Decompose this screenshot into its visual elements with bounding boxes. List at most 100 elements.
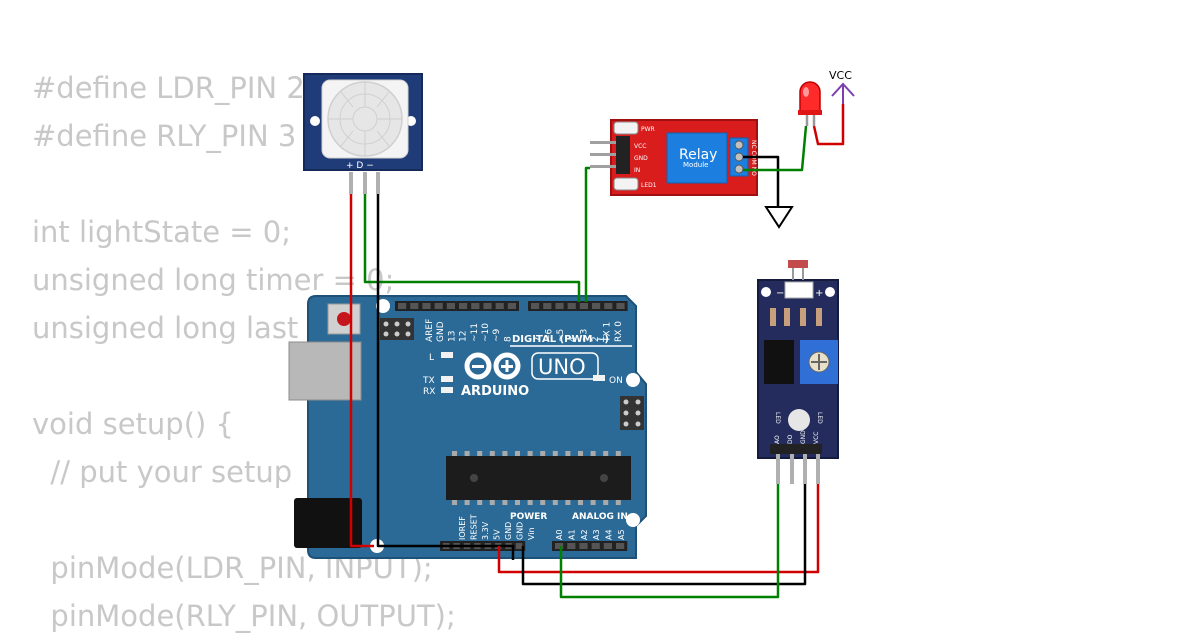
pin-label: 2	[591, 336, 601, 342]
vcc-label: VCC	[829, 69, 852, 82]
led-rx	[441, 387, 453, 393]
pin-label: VCC	[813, 432, 820, 444]
led-on-label: ON	[609, 376, 623, 386]
relay-in-label: IN	[634, 167, 640, 174]
header-pin[interactable]	[591, 543, 600, 549]
header-pin[interactable]	[471, 303, 480, 309]
ldr-module-hole	[788, 409, 810, 431]
header-pin[interactable]	[543, 303, 552, 309]
header-pin[interactable]	[495, 303, 504, 309]
pin-label: GND	[800, 430, 807, 444]
header-pin[interactable]	[434, 303, 443, 309]
pin-label: A2	[580, 529, 589, 540]
mounting-hole	[761, 287, 771, 297]
digital-header-high[interactable]	[528, 301, 628, 311]
led-l	[441, 352, 453, 358]
header-pin[interactable]	[483, 303, 492, 309]
wire-relay-com-gnd	[743, 155, 780, 207]
header-pin[interactable]	[531, 303, 540, 309]
header-pin[interactable]	[410, 303, 419, 309]
led-tx	[441, 376, 453, 382]
reset-button-cap	[337, 312, 351, 326]
header-pin[interactable]	[579, 303, 588, 309]
pin-label: 4	[568, 336, 578, 342]
relay-pwr-label: PWR	[641, 126, 655, 133]
pin-label: AREF	[425, 319, 435, 342]
wires	[349, 104, 845, 599]
code-line: unsigned long last	[32, 311, 299, 345]
pin-label: AO	[774, 435, 781, 444]
wire-ldr-gnd	[521, 484, 807, 586]
mounting-hole	[376, 299, 390, 313]
relay-subtitle: Module	[683, 161, 708, 169]
mounting-hole	[825, 287, 835, 297]
svg-text:+: +	[815, 288, 823, 299]
code-line: int lightState = 0;	[32, 215, 292, 249]
relay-title: Relay	[679, 147, 717, 163]
pir-motion-sensor[interactable]: + D −	[303, 73, 423, 194]
header-pin[interactable]	[555, 303, 564, 309]
code-line: #define LDR_PIN 2	[32, 71, 305, 105]
ldr-led-left-label: LED	[774, 412, 781, 424]
relay-gnd-label: GND	[634, 155, 648, 162]
header-pin[interactable]	[398, 303, 407, 309]
header-pin[interactable]	[592, 303, 601, 309]
header-pin[interactable]	[567, 303, 576, 309]
pin-label: A5	[617, 529, 626, 540]
header-pin[interactable]	[446, 303, 455, 309]
arduino-brand: ARDUINO	[461, 384, 529, 399]
header-pin[interactable]	[579, 543, 588, 549]
ldr-light-sensor-module[interactable]: − + LED LED AO DO GND VCC	[757, 260, 839, 484]
usb-port	[288, 341, 362, 401]
wire-ldr-vcc	[497, 484, 820, 574]
wire-relay-no-led	[743, 125, 808, 172]
pin-label: GND	[436, 321, 446, 342]
relay-cube	[666, 132, 728, 184]
relay-vcc-label: VCC	[634, 143, 646, 150]
pin-label: DO	[787, 434, 794, 444]
icsp-header-top	[380, 318, 414, 340]
analog-section-label: ANALOG IN	[572, 512, 628, 522]
ldr-led-right-label: LED	[816, 412, 823, 424]
header-pin[interactable]	[604, 303, 613, 309]
analog-header[interactable]	[552, 541, 628, 551]
pin-label: A1	[567, 529, 576, 540]
icsp-header-right	[620, 396, 644, 430]
header-pin[interactable]	[555, 543, 564, 549]
header-pin[interactable]	[507, 303, 516, 309]
mounting-hole	[626, 373, 640, 387]
pin-label: 3.3V	[481, 521, 490, 540]
header-pin[interactable]	[616, 543, 625, 549]
led-l-label: L	[429, 353, 434, 363]
power-section-label: POWER	[510, 512, 547, 522]
pin-label: ~5	[556, 329, 566, 342]
wire-relay-in	[584, 166, 590, 302]
header-pin[interactable]	[459, 303, 468, 309]
pin-label: 12	[459, 331, 469, 342]
pin-label: IOREF	[458, 516, 467, 540]
red-led[interactable]	[798, 81, 822, 126]
wire-pir-gnd	[376, 194, 515, 560]
digital-header-low[interactable]	[395, 301, 519, 311]
pin-label: RX 0	[614, 321, 624, 342]
header-pin[interactable]	[616, 303, 625, 309]
pin-label: ~3	[579, 329, 589, 342]
header-pin[interactable]	[603, 543, 612, 549]
code-line: unsigned long timer = 0;	[32, 263, 395, 297]
header-pin[interactable]	[515, 543, 523, 549]
svg-text:−: −	[776, 288, 784, 299]
header-pin[interactable]	[567, 543, 576, 549]
mounting-hole	[310, 116, 320, 126]
pin-label: 8	[503, 336, 513, 342]
header-pin[interactable]	[422, 303, 431, 309]
pin-label: A3	[592, 529, 601, 540]
led-on	[593, 375, 605, 381]
wire-led-vcc	[812, 104, 845, 146]
relay-module[interactable]: PWR LED1 VCC GND IN Relay Module NC COM …	[590, 119, 758, 196]
